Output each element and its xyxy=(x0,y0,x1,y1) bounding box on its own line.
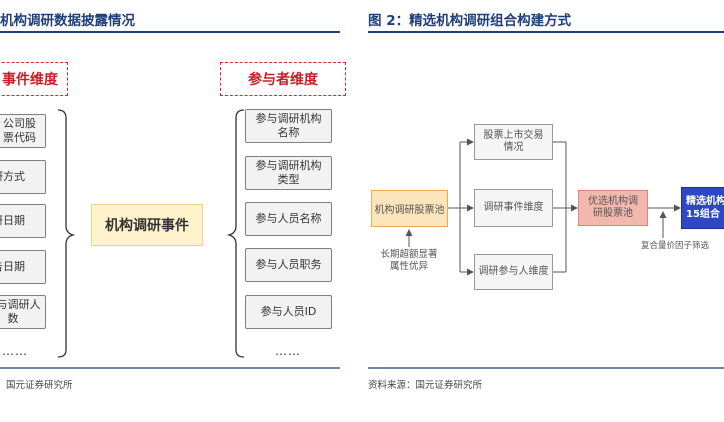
right-source-note: 资料来源：国元证券研究所 xyxy=(368,380,483,391)
filtered-pool-box: 优选机构调研股票池 xyxy=(578,190,648,226)
stock-pool-note-text: 长期超额显著 属性优异 xyxy=(380,249,438,272)
stock-pool-note: 长期超额显著 属性优异 xyxy=(368,249,450,273)
event-item-participant-count: 参与调研人数 xyxy=(0,295,46,329)
participant-item-person-title: 参与人员职务 xyxy=(245,248,332,282)
center-event-box: 机构调研事件 xyxy=(91,204,203,246)
participant-item-person-id: 参与人员ID xyxy=(245,295,332,329)
event-dimension-label: 事件维度 xyxy=(0,62,68,96)
left-diagram-lines xyxy=(0,109,340,369)
left-title-rule xyxy=(0,31,340,33)
event-item-stock-code: 公司股票代码 xyxy=(0,114,46,148)
participant-dimension-label: 参与者维度 xyxy=(220,62,346,96)
participant-item-org-name: 参与调研机构名称 xyxy=(245,109,332,143)
participant-brace xyxy=(226,109,245,358)
participant-item-org-type: 参与调研机构类型 xyxy=(245,156,332,190)
final-portfolio-text: 精选机构调研15组合 xyxy=(686,196,724,220)
branch-listing-status: 股票上市交易情况 xyxy=(474,124,553,160)
event-more: …… xyxy=(2,344,28,358)
participant-more: …… xyxy=(275,344,301,358)
participant-item-person-name: 参与人员名称 xyxy=(245,202,332,236)
stock-pool-box: 机构调研股票池 xyxy=(371,190,448,227)
branch-event-dimension: 调研事件维度 xyxy=(474,189,553,227)
event-brace xyxy=(57,109,76,358)
left-source-note: 国元证券研究所 xyxy=(6,380,73,391)
right-title-rule xyxy=(368,31,724,33)
branch-participant-dimension: 调研参与人维度 xyxy=(474,254,553,290)
event-item-announce-date: 公告日期 xyxy=(0,250,46,284)
final-portfolio-box: 精选机构调研15组合 xyxy=(681,187,724,229)
event-item-survey-date: 调研日期 xyxy=(0,204,46,238)
right-figure-title: 图 2：精选机构调研组合构建方式 xyxy=(368,13,572,29)
filtered-pool-note: 复合量价因子筛选 xyxy=(640,241,709,251)
event-item-method: 调研方式 xyxy=(0,160,46,194)
left-figure-title: 机构调研数据披露情况 xyxy=(0,13,135,29)
